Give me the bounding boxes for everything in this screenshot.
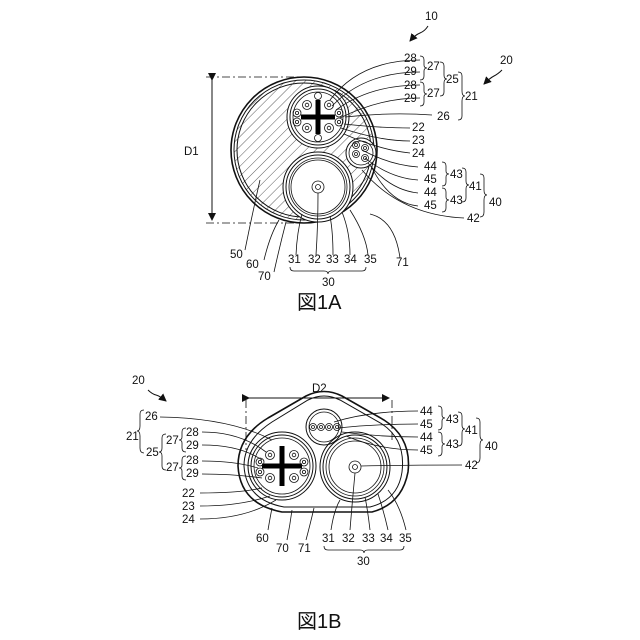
- label-43: 43: [450, 195, 463, 207]
- label-45: 45: [420, 419, 433, 431]
- label-70: 70: [258, 271, 271, 283]
- dimension-d2-label: D2: [312, 383, 327, 395]
- label-23: 23: [412, 135, 425, 147]
- caption-1a: 図1A: [297, 292, 342, 314]
- figure-1b: D2 20: [126, 375, 498, 633]
- label-60: 60: [246, 259, 259, 271]
- label-30: 30: [322, 277, 335, 289]
- pair-bundle-21-1a: [287, 86, 349, 148]
- label-44: 44: [424, 161, 437, 173]
- label-43: 43: [446, 414, 459, 426]
- label-71: 71: [396, 257, 409, 269]
- label-33: 33: [326, 254, 339, 266]
- label-32: 32: [308, 254, 321, 266]
- label-32: 32: [342, 533, 355, 545]
- label-44: 44: [420, 432, 433, 444]
- label-34: 34: [380, 533, 393, 545]
- label-24: 24: [412, 148, 425, 160]
- figure-1a: D1 10 20: [184, 11, 513, 314]
- pair-43-1a: [346, 138, 376, 168]
- label-24: 24: [182, 514, 195, 526]
- dimension-d1-label: D1: [184, 146, 199, 158]
- pair-43-1b: [306, 409, 342, 445]
- ref-10-label: 10: [425, 11, 438, 23]
- label-35: 35: [399, 533, 412, 545]
- label-41: 41: [469, 181, 482, 193]
- label-22: 22: [182, 488, 195, 500]
- label-42: 42: [467, 213, 480, 225]
- label-29: 29: [186, 440, 199, 452]
- label-28: 28: [404, 80, 417, 92]
- label-34: 34: [344, 254, 357, 266]
- label-28: 28: [186, 455, 199, 467]
- label-25: 25: [146, 447, 159, 459]
- label-29: 29: [404, 93, 417, 105]
- label-31: 31: [322, 533, 335, 545]
- label-27: 27: [427, 61, 440, 73]
- label-30: 30: [357, 556, 370, 568]
- label-29: 29: [404, 66, 417, 78]
- label-27: 27: [166, 435, 179, 447]
- label-43: 43: [450, 169, 463, 181]
- label-21: 21: [465, 91, 478, 103]
- label-27: 27: [166, 462, 179, 474]
- label-43: 43: [446, 439, 459, 451]
- label-40: 40: [489, 197, 502, 209]
- label-41: 41: [465, 425, 478, 437]
- ref-20-label-1b: 20: [132, 375, 145, 387]
- label-45: 45: [424, 174, 437, 186]
- label-70: 70: [276, 543, 289, 555]
- label-26: 26: [437, 111, 450, 123]
- dimension-d2: D2: [246, 383, 392, 450]
- label-22: 22: [412, 122, 425, 134]
- label-50: 50: [230, 249, 243, 261]
- label-71: 71: [298, 543, 311, 555]
- reference-arrow-1b: 20: [132, 375, 166, 401]
- label-21: 21: [126, 431, 139, 443]
- label-60: 60: [256, 533, 269, 545]
- coax-30-1b: [320, 432, 390, 502]
- ref-20-label-1a: 20: [500, 55, 513, 67]
- pair-bundle-21-1b: [248, 432, 316, 500]
- label-45: 45: [424, 200, 437, 212]
- label-44: 44: [424, 187, 437, 199]
- label-28: 28: [186, 427, 199, 439]
- label-45: 45: [420, 445, 433, 457]
- label-26: 26: [145, 411, 158, 423]
- label-25: 25: [446, 74, 459, 86]
- label-29: 29: [186, 468, 199, 480]
- caption-1b: 図1B: [297, 611, 341, 633]
- label-42: 42: [465, 460, 478, 472]
- label-44: 44: [420, 406, 433, 418]
- label-40: 40: [485, 441, 498, 453]
- label-27: 27: [427, 88, 440, 100]
- label-35: 35: [364, 254, 377, 266]
- label-28: 28: [404, 53, 417, 65]
- label-33: 33: [362, 533, 375, 545]
- label-23: 23: [182, 501, 195, 513]
- label-31: 31: [288, 254, 301, 266]
